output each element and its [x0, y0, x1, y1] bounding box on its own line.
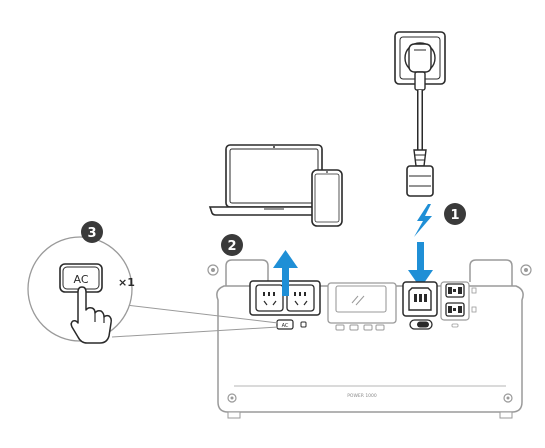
model-label: POWER 1000 [347, 393, 377, 399]
arrow-down-icon [408, 242, 433, 288]
phone-icon [312, 170, 342, 226]
ac-power-button[interactable]: AC [277, 320, 293, 329]
ac-input-port[interactable] [403, 282, 437, 316]
press-count: ×1 [118, 276, 135, 289]
input-switch[interactable] [410, 320, 432, 329]
ac-button-label: AC [73, 273, 88, 286]
step-2-badge: 2 [221, 234, 243, 256]
step-3-label: 3 [87, 226, 96, 241]
display-screen [328, 283, 396, 330]
step-2-label: 2 [227, 239, 236, 254]
zoom-callout: AC ×1 [28, 237, 135, 343]
lightning-icon [414, 204, 432, 237]
plug-icon [407, 44, 433, 196]
step-3-badge: 3 [81, 221, 103, 243]
ac-button-small-label: AC [282, 323, 289, 329]
step-1-label: 1 [450, 208, 459, 223]
step-1-badge: 1 [444, 203, 466, 225]
